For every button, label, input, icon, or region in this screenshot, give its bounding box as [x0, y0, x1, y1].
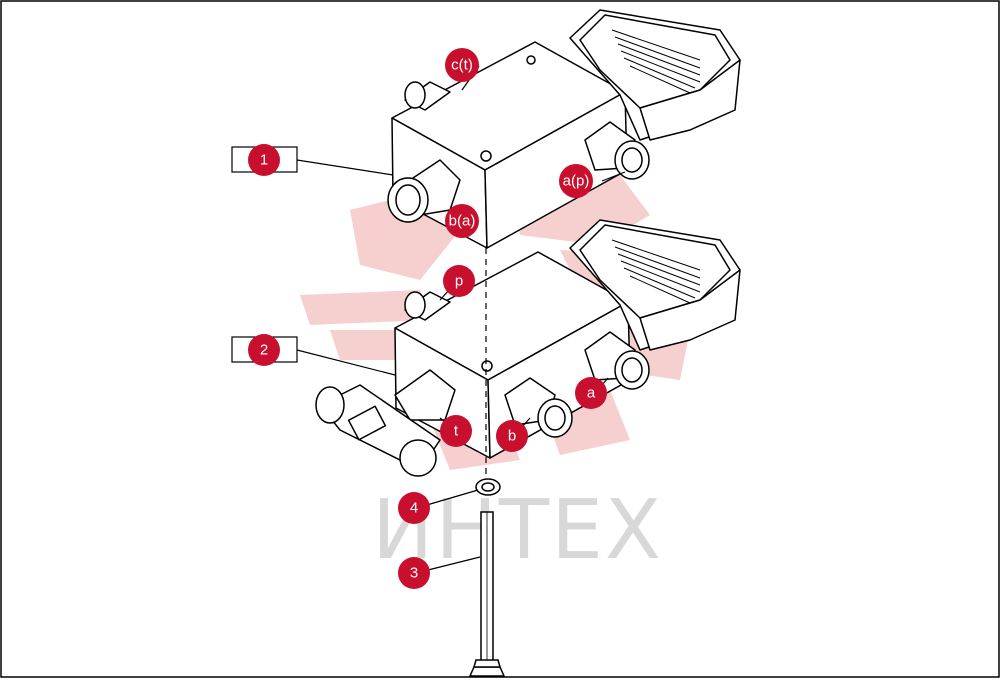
callout-2-label: 2: [260, 342, 268, 359]
port-a: a: [575, 377, 607, 409]
callout-1: 1: [248, 144, 280, 176]
callout-1-label: 1: [260, 152, 268, 169]
port-a-label: a: [587, 385, 596, 402]
bolt: [468, 511, 506, 677]
port-c-t: c(t): [445, 48, 479, 82]
port-p: p: [443, 265, 475, 297]
port-t: t: [440, 415, 472, 447]
port-a-p-label: a(p): [563, 173, 590, 190]
callout-2: 2: [248, 334, 280, 366]
port-t-label: t: [454, 423, 459, 440]
port-c-t-label: c(t): [451, 57, 473, 74]
port-b-label: b: [508, 428, 516, 445]
callout-4-label: 4: [410, 500, 418, 517]
callout-3: 3: [398, 557, 430, 589]
callout-3-label: 3: [410, 565, 418, 582]
port-b-a-label: b(a): [449, 213, 476, 230]
port-p-label: p: [455, 273, 463, 290]
port-b-a: b(a): [445, 204, 479, 238]
port-b: b: [496, 420, 528, 452]
washer: [475, 478, 501, 496]
port-a-p: a(p): [559, 164, 593, 198]
callout-4: 4: [398, 492, 430, 524]
upper-valve: [387, 9, 741, 249]
